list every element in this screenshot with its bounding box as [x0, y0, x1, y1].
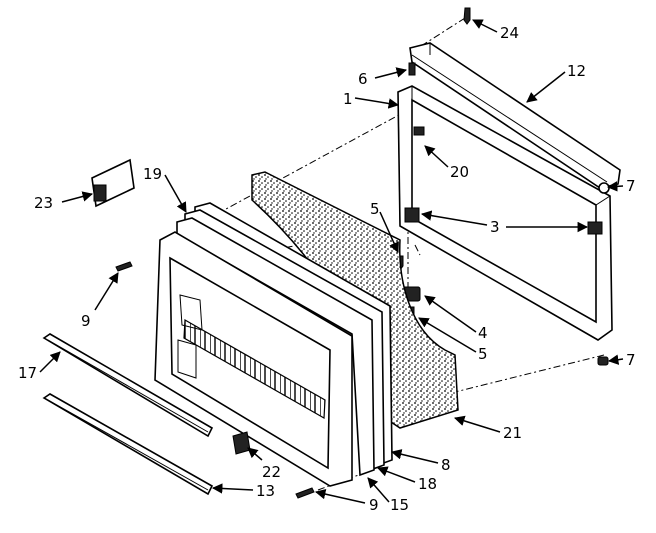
part-1-door-panel [397, 85, 613, 341]
callout-4: 4 [478, 324, 488, 342]
part-23-bracket [91, 158, 135, 208]
callout-19: 19 [143, 165, 162, 183]
callout-17: 17 [18, 364, 37, 382]
part-7-screw-bottom [597, 356, 609, 366]
callout-18: 18 [418, 475, 437, 493]
callout-15: 15 [390, 496, 409, 514]
callout-7-top: 7 [626, 177, 636, 195]
callout-9-lower: 9 [369, 496, 379, 514]
part-3-hinge-upper [404, 207, 420, 223]
part-19-liner-frames [176, 202, 393, 477]
callout-3: 3 [490, 218, 500, 236]
part-20-clip [413, 126, 425, 136]
part-13-shelf-bar [42, 393, 214, 496]
callout-9-upper: 9 [81, 312, 91, 330]
callout-5-upper: 5 [370, 200, 380, 218]
part-6-screw [408, 62, 416, 76]
callout-21: 21 [503, 424, 522, 442]
callout-20: 20 [450, 163, 469, 181]
part-22-stop [232, 431, 251, 455]
callout-13: 13 [256, 482, 275, 500]
part-17-shelf-bar [42, 333, 214, 438]
callout-8: 8 [441, 456, 451, 474]
callout-6: 6 [358, 70, 368, 88]
callout-12: 12 [567, 62, 586, 80]
part-9-screw-lower [295, 487, 315, 499]
callout-1: 1 [343, 90, 353, 108]
callout-labels: 24 12 6 1 20 7 19 23 5 3 9 4 5 17 7 21 2… [18, 24, 636, 514]
leader-lines [39, 19, 624, 504]
part-24-screw [463, 7, 471, 25]
callout-7-bottom: 7 [626, 351, 636, 369]
callout-5-lower: 5 [478, 345, 488, 363]
callout-24: 24 [500, 24, 519, 42]
callout-22: 22 [262, 463, 281, 481]
callout-23: 23 [34, 194, 53, 212]
part-9-screw-upper [115, 261, 133, 272]
part-7-screw-top [598, 182, 610, 194]
part-12-top-trim [409, 42, 621, 189]
part-3-hinge-right [587, 221, 603, 235]
door-liner [154, 231, 353, 487]
